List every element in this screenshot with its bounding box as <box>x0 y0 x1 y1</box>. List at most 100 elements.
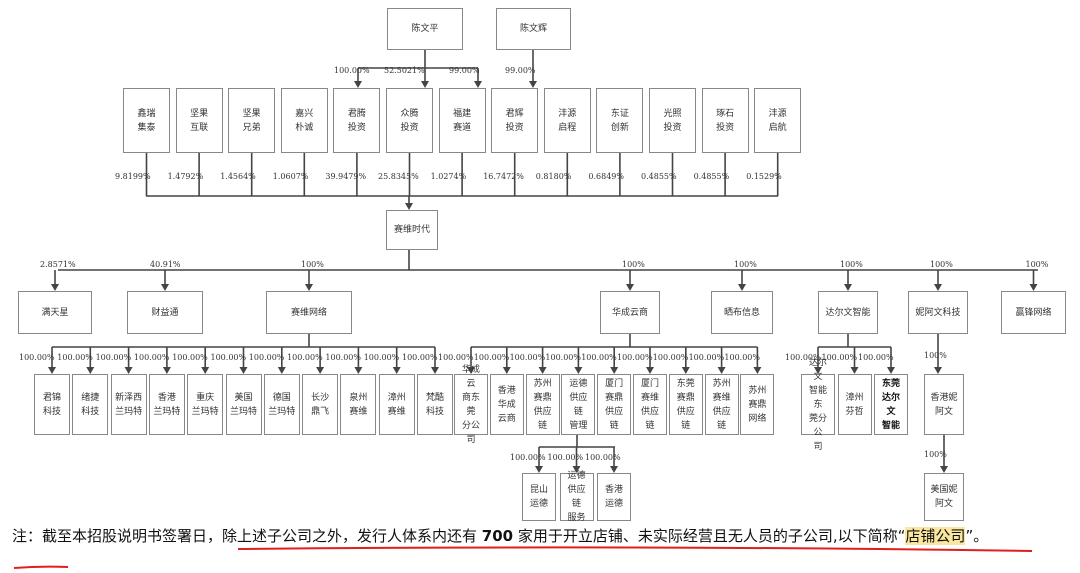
arrow-head <box>305 284 313 291</box>
arrow-head <box>124 367 133 374</box>
entity-label: 香港 华成 云商 <box>497 385 516 424</box>
ownership-percent: 100.00% <box>172 353 208 362</box>
ownership-percent: 100.00% <box>287 353 323 362</box>
ownership-percent: 100% <box>1025 260 1049 269</box>
arrow-head <box>161 284 169 291</box>
ownership-percent: 1.4792% <box>167 172 204 181</box>
entity-label: 赛维网络 <box>290 307 327 318</box>
ownership-percent: 100.00% <box>688 353 725 362</box>
subsidiary-box: 财益通 <box>127 291 203 334</box>
arrow-head <box>814 367 822 374</box>
child-company-box: 长沙 鼎飞 <box>302 374 339 435</box>
shareholder-box: 东证 创新 <box>596 88 644 153</box>
ownership-percent: 100.00% <box>545 353 581 362</box>
arrow-head <box>354 81 362 88</box>
entity-label: 苏州 赛维 供应链 <box>712 378 731 431</box>
ownership-percent: 100.00% <box>402 353 438 362</box>
ownership-percent: 100.00% <box>617 353 653 362</box>
subsidiary-box: 妮阿文科技 <box>908 291 968 334</box>
arrow-head <box>610 466 618 473</box>
arrow-head <box>887 367 895 374</box>
ownership-percent: 100.00% <box>510 453 546 462</box>
shareholder-box: 鑫瑞 集泰 <box>123 88 170 153</box>
ownership-percent: 100% <box>924 450 947 459</box>
arrow-head <box>844 284 852 291</box>
ownership-percent: 1.4564% <box>220 172 256 181</box>
arrow-head <box>681 367 690 374</box>
note-end: ”。 <box>965 527 989 545</box>
entity-label: 美国妮 阿文 <box>930 485 958 509</box>
ownership-percent: 9.8199% <box>115 172 151 181</box>
ownership-percent: 100.00% <box>248 353 285 362</box>
arrow-head <box>239 367 248 374</box>
entity-label: 沣源 启程 <box>558 108 577 133</box>
arrow-head <box>431 367 439 374</box>
arrow-head <box>610 367 619 374</box>
ownership-percent: 100.00% <box>363 353 400 362</box>
child-company-box: 苏州 赛鼎 网络 <box>740 374 775 435</box>
ownership-percent: 0.8180% <box>535 172 572 181</box>
entity-label: 苏州 赛鼎 网络 <box>748 385 767 424</box>
child-company-box: 华成云 商东莞 分公司 <box>454 365 488 445</box>
entity-label: 君辉 投资 <box>505 108 524 133</box>
entity-label: 长沙 鼎飞 <box>311 392 330 417</box>
arrow-head <box>934 284 942 291</box>
entity-label: 鑫瑞 集泰 <box>137 108 156 133</box>
child-company-box: 君锦 科技 <box>34 374 70 435</box>
entity-label: 福建 赛道 <box>453 108 472 133</box>
child-company-box: 德国 兰玛特 <box>263 374 300 435</box>
ownership-percent: 2.8571% <box>40 260 76 269</box>
child-company-box: 重庆 兰玛特 <box>187 374 224 435</box>
founder-box: 陈文辉 <box>496 8 571 50</box>
ownership-percent: 100.00% <box>581 353 617 362</box>
ownership-percent: 100.00% <box>858 353 894 362</box>
issuer-box: 赛维时代 <box>386 210 438 250</box>
shareholder-box: 福建 赛道 <box>438 88 486 153</box>
ownership-percent: 100.00% <box>585 453 621 462</box>
child-company-box: 美国 兰玛特 <box>225 374 262 435</box>
ownership-percent: 0.4855% <box>641 172 677 181</box>
arrow-head <box>646 367 654 374</box>
ownership-percent: 1.0607% <box>272 172 309 181</box>
child-company-box: 东莞 赛鼎 供应链 <box>668 374 703 435</box>
ownership-percent: 52.5021% <box>384 66 425 75</box>
ownership-percent: 39.9479% <box>325 172 367 181</box>
ownership-percent: 99.00% <box>449 66 480 75</box>
ownership-percent: 0.1529% <box>746 172 782 181</box>
ownership-percent: 1.0274% <box>430 172 467 181</box>
entity-label: 东证 创新 <box>610 108 629 133</box>
arrow-head <box>1029 284 1038 291</box>
shareholder-box: 嘉兴 朴诚 <box>280 88 328 153</box>
subsidiary-box: 满天星 <box>18 291 92 334</box>
ownership-percent: 100% <box>301 260 324 269</box>
child-company-box: 厦门 赛维 供应链 <box>633 374 667 435</box>
ownership-percent: 100.00% <box>652 353 689 362</box>
child-company-box: 达尔文 智能东 莞分公 司 <box>801 358 835 452</box>
entity-label: 琢石 投资 <box>716 108 735 133</box>
ownership-percent: 100% <box>840 260 863 269</box>
entity-label: 重庆 兰玛特 <box>191 392 219 417</box>
entity-label: 东莞 赛鼎 供应链 <box>676 378 695 431</box>
child-company-box: 东莞 达尔文 智能 <box>874 374 908 435</box>
ownership-percent: 0.4855% <box>693 172 730 181</box>
entity-label: 光照 投资 <box>663 108 682 133</box>
ownership-percent: 100.00% <box>334 66 370 75</box>
child-company-box: 美国妮 阿文 <box>924 473 964 521</box>
arrow-head <box>535 466 543 473</box>
entity-label: 陈文辉 <box>519 24 547 34</box>
entity-label: 梵酷 科技 <box>425 392 444 417</box>
shareholder-box: 坚果 互联 <box>175 88 223 153</box>
arrow-head <box>201 367 210 374</box>
arrow-head <box>316 367 325 374</box>
entity-label: 东莞 达尔文 智能 <box>881 378 900 431</box>
child-company-box: 运德 供应链 服务 <box>559 471 594 523</box>
entity-label: 华成云 商东莞 分公司 <box>461 364 480 445</box>
subsidiary-box: 晒布信息 <box>711 291 773 334</box>
ownership-percent: 100.00% <box>210 353 247 362</box>
entity-label: 华成云商 <box>611 307 648 318</box>
arrow-head <box>850 367 859 374</box>
ownership-percent: 100.00% <box>133 353 170 362</box>
child-company-box: 香港 华成 云商 <box>489 374 524 435</box>
